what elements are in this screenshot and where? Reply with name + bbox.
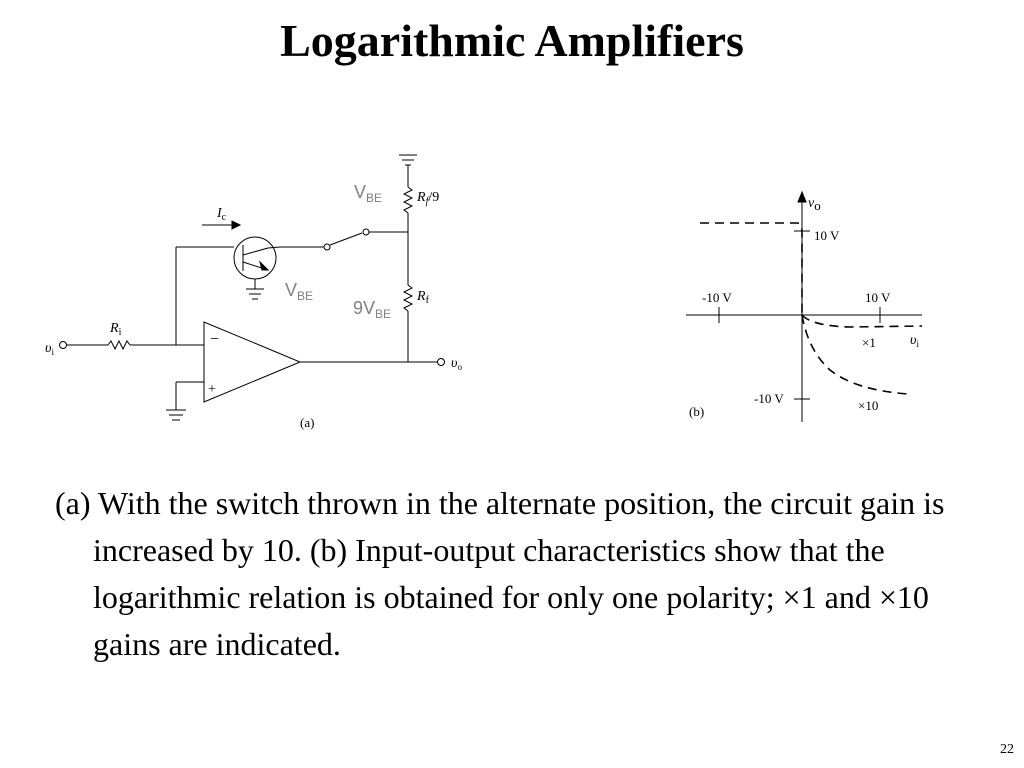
vo-label: υo [451,356,462,372]
gain1-label: ×1 [862,335,876,350]
opamp-plus: + [208,382,216,397]
transistor [233,236,277,280]
switch-contact-left [323,243,331,251]
resistor-rf [402,284,414,312]
vbe-mid-label: VBE [285,280,313,303]
rf-label: Rf [416,289,430,306]
graph-b [686,190,922,422]
rf9-label: Rf/9 [416,190,439,207]
gain10-label: ×10 [858,398,878,413]
figure: Ic Ri υi υo Rf/9 Rf VBE VBE 9VBE − + (a)… [45,154,923,430]
output-terminal [437,358,445,366]
graph-curves [700,222,923,395]
negative-saturation-curve [700,222,803,315]
ri-label: Ri [109,321,122,338]
panel-b-label: (b) [689,404,704,419]
vi-label: υi [45,341,54,357]
x-axis-label: υi [910,333,919,349]
resistor-ri [107,339,131,351]
op-amp [203,321,302,403]
switch-contact-right [362,228,370,236]
x-neg-tick-label: -10 V [702,290,732,305]
y-pos-tick-label: 10 V [814,228,840,243]
vbe-top-label: VBE [354,182,382,205]
input-terminal [59,341,67,349]
circuit-diagram-a [59,154,445,421]
panel-a-label: (a) [300,415,314,430]
gain-x10-curve [801,314,909,395]
caption: (a) With the switch thrown in the altern… [55,485,945,662]
switch-arm [329,232,363,246]
page-number: 22 [1000,742,1014,757]
y-axis-label: vo [808,196,821,213]
gain-x1-curve [801,314,923,328]
resistor-rf9 [402,186,414,214]
slide-title: Logarithmic Amplifiers [280,15,744,66]
nine-vbe-label: 9VBE [353,298,391,321]
y-neg-tick-label: -10 V [754,391,784,406]
opamp-minus: − [210,331,219,348]
x-pos-tick-label: 10 V [865,290,891,305]
ic-label: Ic [216,206,227,223]
